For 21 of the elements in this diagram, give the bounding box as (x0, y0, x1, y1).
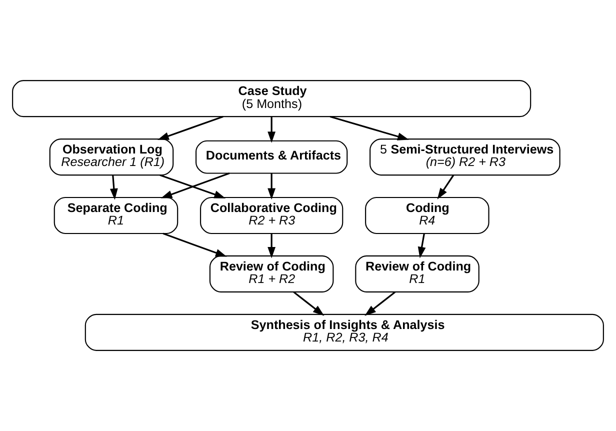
node-box: Separate Coding R1 (54, 196, 178, 234)
arrow (268, 173, 276, 200)
arrow (268, 234, 276, 258)
node-box: Case Study (5 Months) (12, 80, 532, 118)
node-box: Synthesis of Insights & Analysis R1, R2, R3, R4 (84, 314, 604, 351)
node-box: 5 Semi-Structured Interviews (n=6) R2 + R3 (370, 138, 560, 176)
arrow (418, 234, 426, 258)
arrow (364, 292, 396, 316)
node-box: Documents & Artifacts (196, 140, 348, 174)
arrow (293, 292, 324, 316)
node-box: Observation Log Researcher 1 (R1) (49, 138, 174, 176)
node-box: Review of Coding R1 (355, 255, 480, 292)
arrow (162, 232, 227, 257)
arrow (157, 116, 224, 140)
node-box: Coding R4 (365, 196, 490, 234)
arrow (437, 174, 454, 200)
arrow (268, 116, 276, 143)
node-box: Collaborative Coding R2 + R3 (200, 196, 344, 234)
node-box: Review of Coding R1 + R2 (209, 255, 334, 292)
arrow (330, 116, 409, 140)
arrow (110, 175, 118, 200)
